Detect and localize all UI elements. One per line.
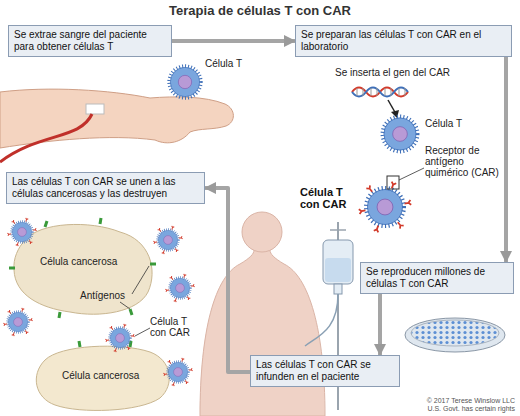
iv-tube [305, 294, 338, 346]
dna-rung [405, 88, 406, 96]
antigen [79, 341, 80, 347]
leader-line [120, 302, 130, 309]
drip-chamber [334, 284, 342, 294]
dna-rung [391, 88, 392, 96]
car-t-cell [3, 308, 32, 336]
part-label: Receptor de antígeno quimérico (CAR) [425, 145, 503, 178]
antigen [45, 221, 47, 227]
needle-tape [86, 104, 104, 114]
part-label: Antígenos [80, 290, 140, 301]
cell-label: Célula cancerosa [40, 256, 140, 267]
flow-arrow [205, 188, 250, 372]
antigen [9, 267, 15, 270]
dna-rung [377, 88, 378, 96]
antigens [9, 218, 156, 347]
dna-strand [352, 88, 408, 97]
iv-bag [323, 240, 353, 284]
car-t-cell [163, 358, 192, 386]
car-t-cell [165, 274, 194, 302]
antigen [59, 312, 60, 318]
car-t-cell [359, 182, 411, 233]
step-text: Se reproducen millones de células T con … [366, 266, 508, 290]
dna-rung [385, 88, 386, 96]
cell-culture [411, 320, 499, 346]
patient-arm [0, 89, 233, 148]
step-text: Las células T con CAR se unen a las célu… [12, 176, 199, 200]
dna-rung [371, 88, 372, 96]
copyright: © 2017 Terese Winslow LLC [360, 397, 515, 405]
flow-arrow [378, 294, 382, 355]
iv-hook [330, 230, 346, 240]
copyright: U.S. Govt. has certain rights [360, 405, 515, 413]
leader-line [132, 266, 149, 294]
antigen [150, 263, 156, 266]
cell-label: Célula cancerosa [62, 370, 162, 381]
antigen [130, 309, 132, 315]
step-box: Se preparan las células T con CAR en el … [295, 25, 512, 57]
dna-rung [363, 88, 364, 96]
flow-arrow [504, 57, 508, 262]
diagram-title: Terapia de células T con CAR [0, 3, 520, 19]
t-cell [169, 66, 201, 98]
cell-label: Célula T [205, 58, 260, 69]
step-text: Se preparan las células T con CAR en el … [301, 29, 506, 53]
dna-rungs [357, 88, 405, 96]
iv-fluid [325, 258, 351, 282]
cancer-cell [36, 346, 169, 410]
car-t-cell [153, 226, 182, 254]
leader-line [399, 168, 424, 180]
antigen [130, 341, 131, 347]
step-text: Se extrae sangre del paciente para obten… [14, 29, 166, 53]
antigen [100, 218, 101, 224]
dna-rung [357, 88, 358, 96]
blood-tube [0, 114, 92, 162]
receptor-callout-box [387, 176, 399, 189]
leader-line [135, 328, 150, 336]
step-box: Se extrae sangre del paciente para obten… [8, 25, 172, 57]
dna-rung [399, 88, 400, 96]
cell-label: Célula T con CAR [300, 186, 356, 210]
step-box: Las células T con CAR se unen a las célu… [6, 172, 205, 204]
step-note: Se inserta el gen del CAR [335, 67, 465, 78]
cell-label: Célula T con CAR [150, 316, 205, 338]
flow-arrow [172, 39, 295, 43]
t-cell [382, 116, 417, 151]
dna-strand [352, 88, 408, 97]
step-box: Se reproducen millones de células T con … [360, 262, 514, 294]
car-t-cell [105, 324, 134, 352]
car-t-cell [7, 218, 36, 246]
cell-label: Célula T [425, 118, 485, 129]
cancer-cell [14, 224, 152, 314]
step-text: Las células T con CAR se infunden en el … [256, 359, 394, 383]
patient-head [242, 212, 282, 252]
step-box: Las células T con CAR se infunden en el … [250, 355, 400, 387]
petri-dish [405, 318, 505, 352]
patient-body [200, 250, 325, 416]
